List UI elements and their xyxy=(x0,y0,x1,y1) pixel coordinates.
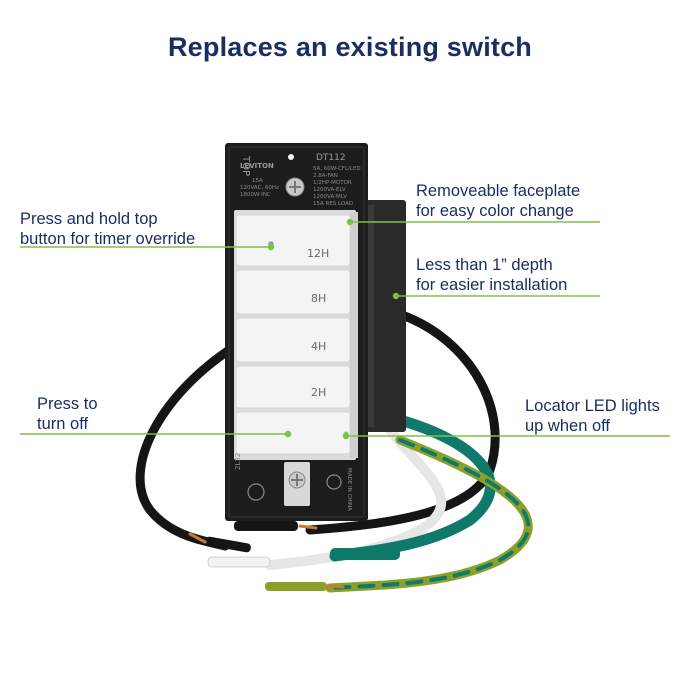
timer-buttons: 12H 8H 4H 2H xyxy=(235,214,351,455)
callout-line: Locator LED lights xyxy=(525,397,660,415)
button-8h-label: 8H xyxy=(311,292,326,305)
spec-line: 1200VA-ELV xyxy=(313,187,346,193)
spec-line: 1/2HP-MOTOR xyxy=(313,180,352,186)
copper-strand xyxy=(325,584,345,589)
callout-turn-off: Press to turn off xyxy=(37,394,98,434)
button-4h[interactable] xyxy=(235,317,351,363)
copper-strand xyxy=(298,524,318,530)
button-8h[interactable] xyxy=(235,269,351,315)
white-wire xyxy=(265,425,447,570)
white-wire-tip xyxy=(207,556,271,568)
button-12h[interactable] xyxy=(235,214,351,267)
green-wire-tip xyxy=(330,548,400,560)
callout-line: turn off xyxy=(37,415,89,433)
black-wire-right-tip xyxy=(234,521,298,531)
spec-block-right: 5A, 60W-CFL/LED 2.8A-FAN 1/2HP-MOTOR 120… xyxy=(313,166,361,207)
cu-mark-icon xyxy=(326,474,342,490)
plate-highlight xyxy=(228,146,365,518)
device-made-in: MADE IN CHINA xyxy=(346,468,352,511)
device-model: DT112 xyxy=(316,153,346,163)
spec-line: 15A xyxy=(252,178,263,184)
black-wire-left xyxy=(135,335,250,551)
callout-line: up when off xyxy=(525,417,611,435)
callout-faceplate: Removeable faceplate for easy color chan… xyxy=(416,181,580,221)
spec-line: 120VAC, 60Hz xyxy=(240,185,279,191)
spec-line: 1200VA-MLV xyxy=(313,194,347,200)
spec-line: 15A RES LOAD xyxy=(313,201,353,207)
callout-line: Removeable faceplate xyxy=(416,182,581,200)
faceplate-edge xyxy=(350,212,358,458)
callout-dot xyxy=(342,432,350,440)
callout-dot xyxy=(284,430,292,438)
copper-strand xyxy=(188,532,207,544)
page-title: Replaces an existing switch xyxy=(167,32,533,62)
spec-line: 1800W-INC xyxy=(240,192,271,198)
button-2h-label: 2H xyxy=(311,386,326,399)
button-12h-label: 12H xyxy=(307,247,329,260)
button-off[interactable] xyxy=(235,411,351,455)
device-top-label: TOP xyxy=(240,155,251,176)
callout-depth: Less than 1” depth for easier installati… xyxy=(416,255,567,295)
spec-line: 5A, 60W-CFL/LED xyxy=(313,166,361,172)
ground-wire-tip xyxy=(265,582,327,591)
button-2h[interactable] xyxy=(235,365,351,409)
callout-dot xyxy=(267,243,275,251)
callout-line: button for timer override xyxy=(20,230,196,248)
device-side-code: 2L32 xyxy=(234,453,242,470)
black-wire-left-tip xyxy=(205,536,251,553)
callout-line: Press and hold top xyxy=(20,210,158,228)
callout-dot xyxy=(392,292,400,300)
button-4h-label: 4H xyxy=(311,340,326,353)
spec-line: 2.8A-FAN xyxy=(313,173,338,179)
ul-mark-icon xyxy=(247,483,265,501)
callout-locator-led: Locator LED lights up when off xyxy=(525,396,660,436)
callout-dot xyxy=(346,218,354,226)
plate-hole xyxy=(288,154,294,160)
callout-line: Press to xyxy=(37,395,98,413)
callout-timer-override: Press and hold top button for timer over… xyxy=(20,209,195,249)
callout-line: for easier installation xyxy=(416,276,568,294)
callout-line: Less than 1” depth xyxy=(416,256,553,274)
wires xyxy=(135,310,533,593)
spec-block-left: 15A 120VAC, 60Hz 1800W-INC xyxy=(240,178,279,198)
ground-wire-stripe xyxy=(328,438,531,590)
callout-lines xyxy=(20,218,670,440)
callout-line: for easy color change xyxy=(416,202,574,220)
device-brand: LEVITON xyxy=(240,162,274,170)
